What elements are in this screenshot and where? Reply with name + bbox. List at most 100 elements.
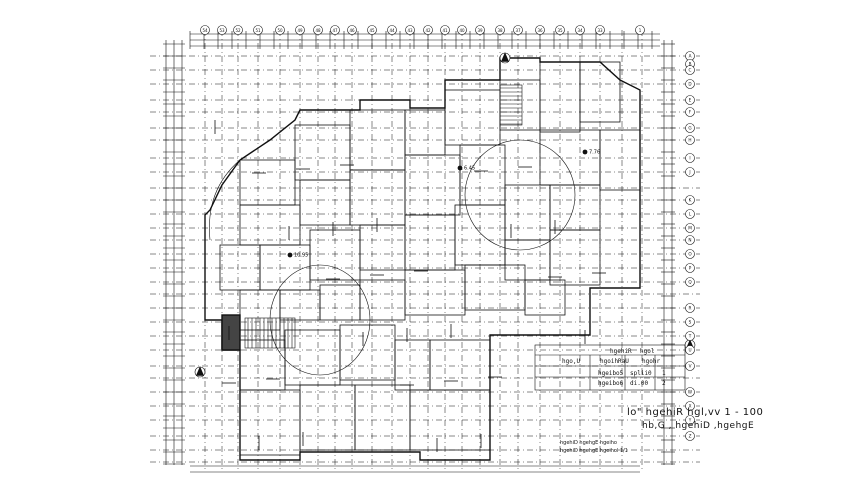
legend-frame [534, 344, 686, 391]
level-marker-dot [287, 252, 293, 258]
room-wall [404, 154, 461, 216]
axis-bubble-circle [405, 25, 415, 35]
axis-bubble-label: E [689, 98, 692, 103]
axis-bubble-label: I [689, 156, 690, 161]
axis-bubble: V [685, 361, 695, 371]
axis-bubble-label: H [688, 138, 691, 143]
axis-bubble-circle [685, 235, 695, 245]
axis-bubble: 45 [367, 25, 377, 35]
axis-bubble-circle [575, 25, 585, 35]
axis-bubble-label: 47 [332, 28, 338, 33]
level-marker-dot [582, 149, 588, 155]
axis-bubble-label: V [689, 364, 692, 369]
scale-note: lo" hgehiR hgl,vv 1 - 100 [627, 407, 764, 418]
axis-bubble-label: W [688, 390, 692, 395]
axis-bubble-label: 36 [537, 28, 543, 33]
axis-bubble-label: 41 [442, 28, 448, 33]
axis-bubble: 50 [275, 25, 285, 35]
legend-row-2-name: hgeibo6 [598, 380, 624, 387]
north-arrow-pointer [195, 366, 205, 376]
axis-bubble: 54 [200, 25, 210, 35]
axis-bubble-label: J [688, 170, 690, 175]
axis-bubble-circle [275, 25, 285, 35]
legend-table [534, 344, 686, 391]
axis-bubble: 40 [457, 25, 467, 35]
level-marker-dot [457, 165, 463, 171]
axis-bubble-circle [685, 95, 695, 105]
axis-bubble-label: 34 [577, 28, 583, 33]
axis-bubble-circle [685, 263, 695, 273]
axis-bubble: K [685, 195, 695, 205]
room-wall [429, 339, 491, 391]
room-wall [239, 389, 301, 456]
axis-bubble-label: U [688, 348, 691, 353]
axis-bubble: T [685, 331, 695, 341]
axis-bubble: 39 [475, 25, 485, 35]
axis-bubble: E [685, 95, 695, 105]
axis-bubble: D [685, 79, 695, 89]
room-wall [349, 169, 406, 226]
axis-bubble: 47 [330, 25, 340, 35]
axis-bubble-circle [295, 25, 305, 35]
axis-bubble: H [685, 135, 695, 145]
axis-bubble-label: 35 [557, 28, 563, 33]
footer-note: hgehiD hgehgE hgeiho [560, 440, 617, 446]
axis-bubble-circle [685, 79, 695, 89]
legend-col-3: hgohr [642, 358, 661, 365]
room-wall [464, 264, 526, 311]
legend-row-2-value: di.00 [630, 380, 649, 387]
axis-bubble-circle [685, 317, 695, 327]
level-marker: 10.95 [287, 252, 308, 259]
axis-bubble-label: 45 [369, 28, 375, 33]
axis-bubble: 34 [575, 25, 585, 35]
axis-bubble-label: 38 [497, 28, 503, 33]
room-wall [504, 239, 551, 281]
axis-bubble-circle [347, 25, 357, 35]
hatched-column [221, 314, 241, 351]
room-wall [459, 144, 506, 206]
axis-bubble-label: S [689, 320, 692, 325]
axis-bubble-label: Q [688, 280, 692, 285]
axis-bubble: 53 [217, 25, 227, 35]
axis-bubble-label: Z [689, 434, 692, 439]
axis-bubble-circle [685, 107, 695, 117]
axis-bubble: X [685, 401, 695, 411]
stairs [244, 84, 523, 349]
axis-bubble: R [685, 303, 695, 313]
room-wall [539, 129, 601, 186]
axis-bubble: G [685, 123, 695, 133]
legend-header-sub: hgol [640, 348, 655, 355]
axis-bubble-circle [233, 25, 243, 35]
axis-bubble-label: P [689, 266, 692, 271]
axis-bubble-label: M [688, 226, 692, 231]
axis-bubble-circle [513, 25, 523, 35]
axis-bubble-label: 37 [515, 28, 521, 33]
room-wall [499, 79, 541, 131]
axis-bubble: P [685, 263, 695, 273]
axis-bubble: 51 [253, 25, 263, 35]
axis-bubble: U [685, 345, 695, 355]
north-arrow-icon [499, 52, 511, 64]
room-wall [319, 284, 361, 321]
curved-wall [209, 159, 241, 241]
axis-bubble: M [685, 223, 695, 233]
axis-bubble-circle [685, 123, 695, 133]
axis-bubble-label: 51 [255, 28, 261, 33]
axis-bubble-label: X [689, 404, 692, 409]
circular-zone [464, 139, 576, 251]
axis-bubble-label: 40 [459, 28, 465, 33]
axis-bubble: Z [685, 431, 695, 441]
scale-note-secondary: hb,G , hgehiD ,hgehgE [642, 421, 755, 431]
axis-bubble: 44 [387, 25, 397, 35]
north-arrow-pointer [500, 52, 510, 62]
axis-bubble-circle [685, 331, 695, 341]
axis-bubble: 42 [423, 25, 433, 35]
legend-row-1-name: hgeibo5 [598, 370, 624, 377]
room-wall [504, 184, 551, 241]
level-marker-value: 6.45 [464, 166, 475, 172]
axis-bubble-label: O [688, 252, 692, 257]
axis-bubble-circle [440, 25, 450, 35]
room-wall [579, 61, 621, 123]
axis-bubble-circle [555, 25, 565, 35]
axis-bubble-label: 53 [219, 28, 225, 33]
